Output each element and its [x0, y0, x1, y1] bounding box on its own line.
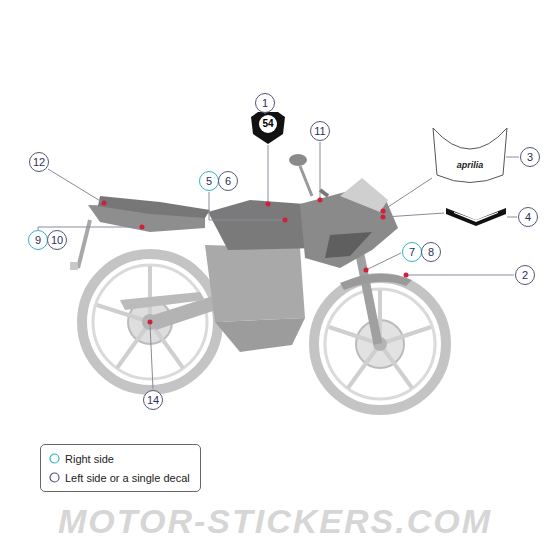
seat: [98, 196, 210, 218]
callout-circle: 12: [29, 152, 49, 172]
callout-circle: 7: [402, 242, 422, 262]
legend-text: Left side or a single decal: [65, 472, 190, 484]
side-panel: [325, 232, 372, 258]
callout-number: 11: [314, 126, 325, 137]
legend-row: Right side: [49, 449, 190, 468]
leader-lines: [38, 112, 519, 389]
callout-circle: 8: [421, 242, 441, 262]
callout-number: 6: [225, 176, 231, 187]
callout-circle: 3: [520, 147, 540, 167]
callout-number: 3: [527, 152, 533, 163]
decal-54-artwork: [251, 112, 285, 144]
front-wheel: [314, 278, 446, 410]
decal-3-artwork: [433, 128, 507, 183]
callout-circle: 2: [515, 265, 535, 285]
callout-number: 8: [428, 247, 434, 258]
callout-number: 4: [525, 212, 531, 223]
legend-sample: [49, 472, 60, 483]
front-fender: [340, 274, 412, 290]
callout-circle: 9: [28, 230, 48, 250]
callout-number: 12: [33, 157, 45, 168]
mirror: [289, 154, 307, 166]
callout-number: 9: [35, 235, 41, 246]
placement-dots: [102, 198, 409, 325]
windscreen: [340, 178, 388, 212]
legend-box: Right sideLeft side or a single decal: [40, 444, 201, 492]
rear-light: [70, 262, 78, 270]
mirror-stem: [300, 166, 312, 196]
callout-circle: 6: [218, 171, 238, 191]
handlebar: [320, 190, 328, 196]
watermark: MOTOR-STICKERS.COM: [58, 504, 492, 538]
decal-4-artwork: [446, 208, 506, 226]
legend-sample: [49, 453, 60, 464]
legend-row: Left side or a single decal: [49, 468, 190, 487]
callout-number: 1: [262, 98, 268, 109]
rear-wheel: [82, 254, 218, 390]
callout-circle: 14: [143, 390, 163, 410]
legend-text: Right side: [65, 453, 114, 465]
callout-circle: 11: [310, 121, 330, 141]
callout-circle: 10: [47, 230, 67, 250]
callout-number: 14: [147, 395, 159, 406]
exhaust: [120, 292, 205, 310]
callout-number: 5: [206, 176, 212, 187]
belly-pan: [215, 318, 305, 352]
callout-circle: 1: [255, 93, 275, 113]
decal-brand: aprilia: [457, 161, 484, 170]
callout-circle: 5: [199, 171, 219, 191]
decal-number: 54: [262, 119, 273, 129]
callout-number: 2: [522, 270, 528, 281]
callout-circle: 4: [518, 207, 538, 227]
callout-number: 10: [51, 235, 63, 246]
engine: [205, 245, 305, 322]
callout-number: 7: [409, 247, 415, 258]
